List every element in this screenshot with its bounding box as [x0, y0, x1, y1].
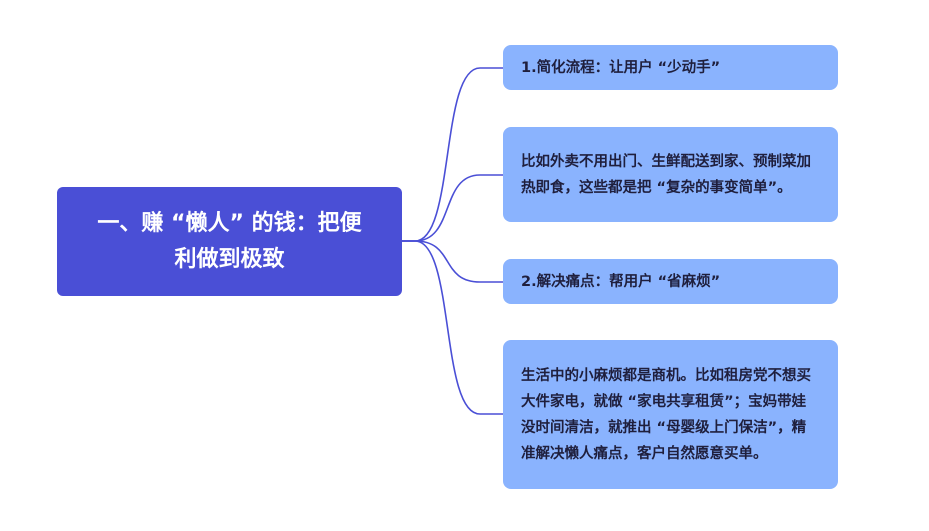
topic-label: 比如外卖不用出门、生鲜配送到家、预制菜加热即食，这些都是把 “复杂的事变简单”。 [521, 153, 811, 196]
topic-label: 1.简化流程：让用户 “少动手” [521, 59, 721, 76]
root-topic-label: 一、赚 “懒人” 的钱：把便利做到极致 [97, 210, 362, 272]
topic-solve-pain-points[interactable]: 2.解决痛点：帮用户 “省麻烦” [503, 259, 838, 304]
topic-simplify-example[interactable]: 比如外卖不用出门、生鲜配送到家、预制菜加热即食，这些都是把 “复杂的事变简单”。 [503, 127, 838, 222]
topic-simplify-process[interactable]: 1.简化流程：让用户 “少动手” [503, 45, 838, 90]
link-node-3 [402, 240, 503, 283]
topic-label: 2.解决痛点：帮用户 “省麻烦” [521, 273, 721, 290]
link-node-4 [402, 240, 503, 415]
topic-pain-point-example[interactable]: 生活中的小麻烦都是商机。比如租房党不想买大件家电，就做 “家电共享租赁”；宝妈带… [503, 340, 838, 489]
topic-label: 生活中的小麻烦都是商机。比如租房党不想买大件家电，就做 “家电共享租赁”；宝妈带… [521, 367, 811, 462]
link-node-1 [402, 67, 503, 242]
root-topic[interactable]: 一、赚 “懒人” 的钱：把便利做到极致 [57, 187, 402, 296]
link-node-2 [402, 174, 503, 242]
